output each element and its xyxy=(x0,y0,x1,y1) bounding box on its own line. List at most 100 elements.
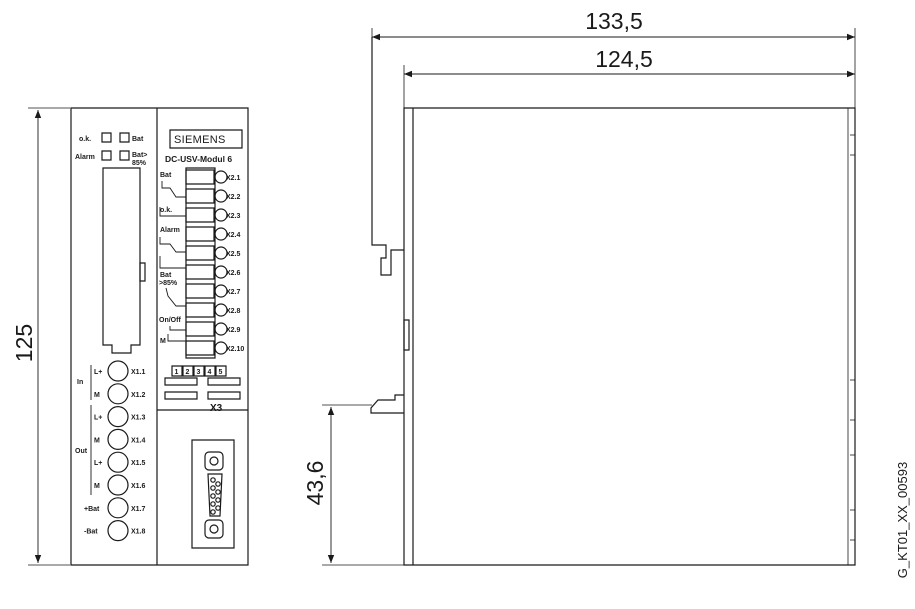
x3-pin-label: 2 xyxy=(186,369,190,376)
dsub-housing xyxy=(192,440,234,548)
x1-polarity-label: M xyxy=(94,392,100,399)
x1-terminal-screw xyxy=(108,452,128,472)
x3-plug-left-2 xyxy=(165,392,197,399)
relay-contact-bat-symbol xyxy=(162,181,186,197)
indicator-alarm-led xyxy=(102,151,111,160)
dsub-pin xyxy=(211,478,215,482)
model-name: DC-USV-Modul 6 xyxy=(165,154,232,164)
indicator-bat85-label: Bat> xyxy=(132,152,147,159)
x2-terminal-label: X2.1 xyxy=(226,175,241,182)
x1-terminal-screw xyxy=(108,384,128,404)
depth-body-dimension-label: 124,5 xyxy=(595,46,653,72)
x3-pin-label: 1 xyxy=(175,369,179,376)
x2-terminal-slot xyxy=(186,227,214,241)
dsub-pin xyxy=(216,498,220,502)
x3-pin xyxy=(205,366,215,376)
x1-polarity-label: +Bat xyxy=(84,506,100,513)
indicator-alarm-label: Alarm xyxy=(75,154,95,161)
relay-contact-ok-symbol xyxy=(160,207,186,216)
indicator-bat-led xyxy=(120,133,129,142)
x1-terminal-screw xyxy=(108,498,128,518)
x2-terminal-slot xyxy=(186,303,214,317)
x2-terminal-label: X2.5 xyxy=(226,251,241,258)
x1-polarity-label: L+ xyxy=(94,369,102,376)
x3-pin-label: 3 xyxy=(197,369,201,376)
brand-name: SIEMENS xyxy=(174,134,226,146)
indicator-bat85-label-2: 85% xyxy=(132,160,147,167)
x2-terminal-label: X2.8 xyxy=(226,308,241,315)
brand-plate xyxy=(170,130,242,148)
dsub-pin xyxy=(216,506,220,510)
indicator-ok-led xyxy=(102,133,111,142)
x1-polarity-label: L+ xyxy=(94,460,102,467)
din-rail-clip xyxy=(372,37,404,275)
relay-label-onoff: On/Off xyxy=(159,317,181,324)
x1-polarity-label: L+ xyxy=(94,415,102,422)
x3-label: X3 xyxy=(210,403,223,414)
x1-terminal-label: X1.7 xyxy=(131,506,146,513)
x1-terminal-screw xyxy=(108,361,128,381)
relay-contact-onoff-symbol xyxy=(170,326,186,330)
dsub-screw-top-hole xyxy=(210,457,218,465)
side-clip-tab xyxy=(404,320,409,350)
x1-terminal-screw xyxy=(108,475,128,495)
x1-terminal-label: X1.4 xyxy=(131,437,146,444)
x2-terminal-slot xyxy=(186,208,214,222)
x2-terminal-slot xyxy=(186,322,214,336)
side-edge-details xyxy=(850,135,855,540)
relay-contact-m-symbol xyxy=(168,334,186,341)
side-view xyxy=(322,28,855,565)
x3-pin xyxy=(194,366,204,376)
relay-label-ok: o.k. xyxy=(160,207,172,214)
dsub-pin xyxy=(211,494,215,498)
x2-terminal-label: X2.9 xyxy=(226,327,241,334)
front-view: o.k. Bat Alarm Bat> 85% SIEMENS DC-USV-M… xyxy=(28,108,248,565)
din-rail-foot xyxy=(371,395,404,413)
relay-contact-alarm-symbol-2 xyxy=(160,256,186,268)
x3-pin xyxy=(216,366,226,376)
dsub-pin xyxy=(211,502,215,506)
x2-terminal-label: X2.6 xyxy=(226,270,241,277)
relay-label-m: M xyxy=(160,338,166,345)
x2-terminal-slot xyxy=(186,265,214,279)
x3-plug-right xyxy=(208,378,240,385)
x2-block-frame xyxy=(186,168,215,358)
device-housing xyxy=(71,108,248,565)
x1-terminal-label: X1.1 xyxy=(131,369,146,376)
x2-terminal-slot xyxy=(186,341,214,355)
x1-terminal-label: X1.5 xyxy=(131,460,146,467)
x3-plug-left xyxy=(165,378,197,385)
x2-terminal-slot xyxy=(186,284,214,298)
drawing-code: G_KT01_XX_00593 xyxy=(895,462,910,578)
x1-terminal-label: X1.2 xyxy=(131,392,146,399)
x1-polarity-label: -Bat xyxy=(84,529,98,536)
x1-terminal-label: X1.6 xyxy=(131,483,146,490)
dsub-screw-top xyxy=(205,452,223,470)
x3-pin xyxy=(172,366,182,376)
relay-contact-bat85-symbol xyxy=(166,288,186,306)
dsub-shell xyxy=(208,474,222,516)
x2-terminal-label: X2.3 xyxy=(226,213,241,220)
x1-terminal-screw xyxy=(108,407,128,427)
relay-contact-alarm-symbol xyxy=(160,237,186,252)
cover-latch xyxy=(140,263,145,281)
x1-terminal-screw xyxy=(108,429,128,449)
dsub-pins xyxy=(211,478,220,514)
dsub-connector xyxy=(192,440,234,548)
relay-label-bat85-2: >85% xyxy=(159,280,178,287)
side-body xyxy=(404,108,855,565)
depth-total-dimension-label: 133,5 xyxy=(585,8,643,34)
x2-terminal-slot xyxy=(186,170,214,184)
rail-height-dimension-label: 43,6 xyxy=(302,461,328,506)
dsub-pin xyxy=(216,482,220,486)
x2-terminal-label: X2.4 xyxy=(226,232,241,239)
dsub-screw-bottom xyxy=(205,520,223,538)
x2-terminal-block: X2.1X2.2X2.3X2.4X2.5X2.6X2.7X2.8X2.9X2.1… xyxy=(186,168,244,358)
in-group-label: In xyxy=(77,379,83,386)
x2-terminal-slot xyxy=(186,189,214,203)
x2-terminal-slot xyxy=(186,246,214,260)
indicator-panel: o.k. Bat Alarm Bat> 85% xyxy=(75,133,147,167)
x2-terminal-label: X2.2 xyxy=(226,194,241,201)
